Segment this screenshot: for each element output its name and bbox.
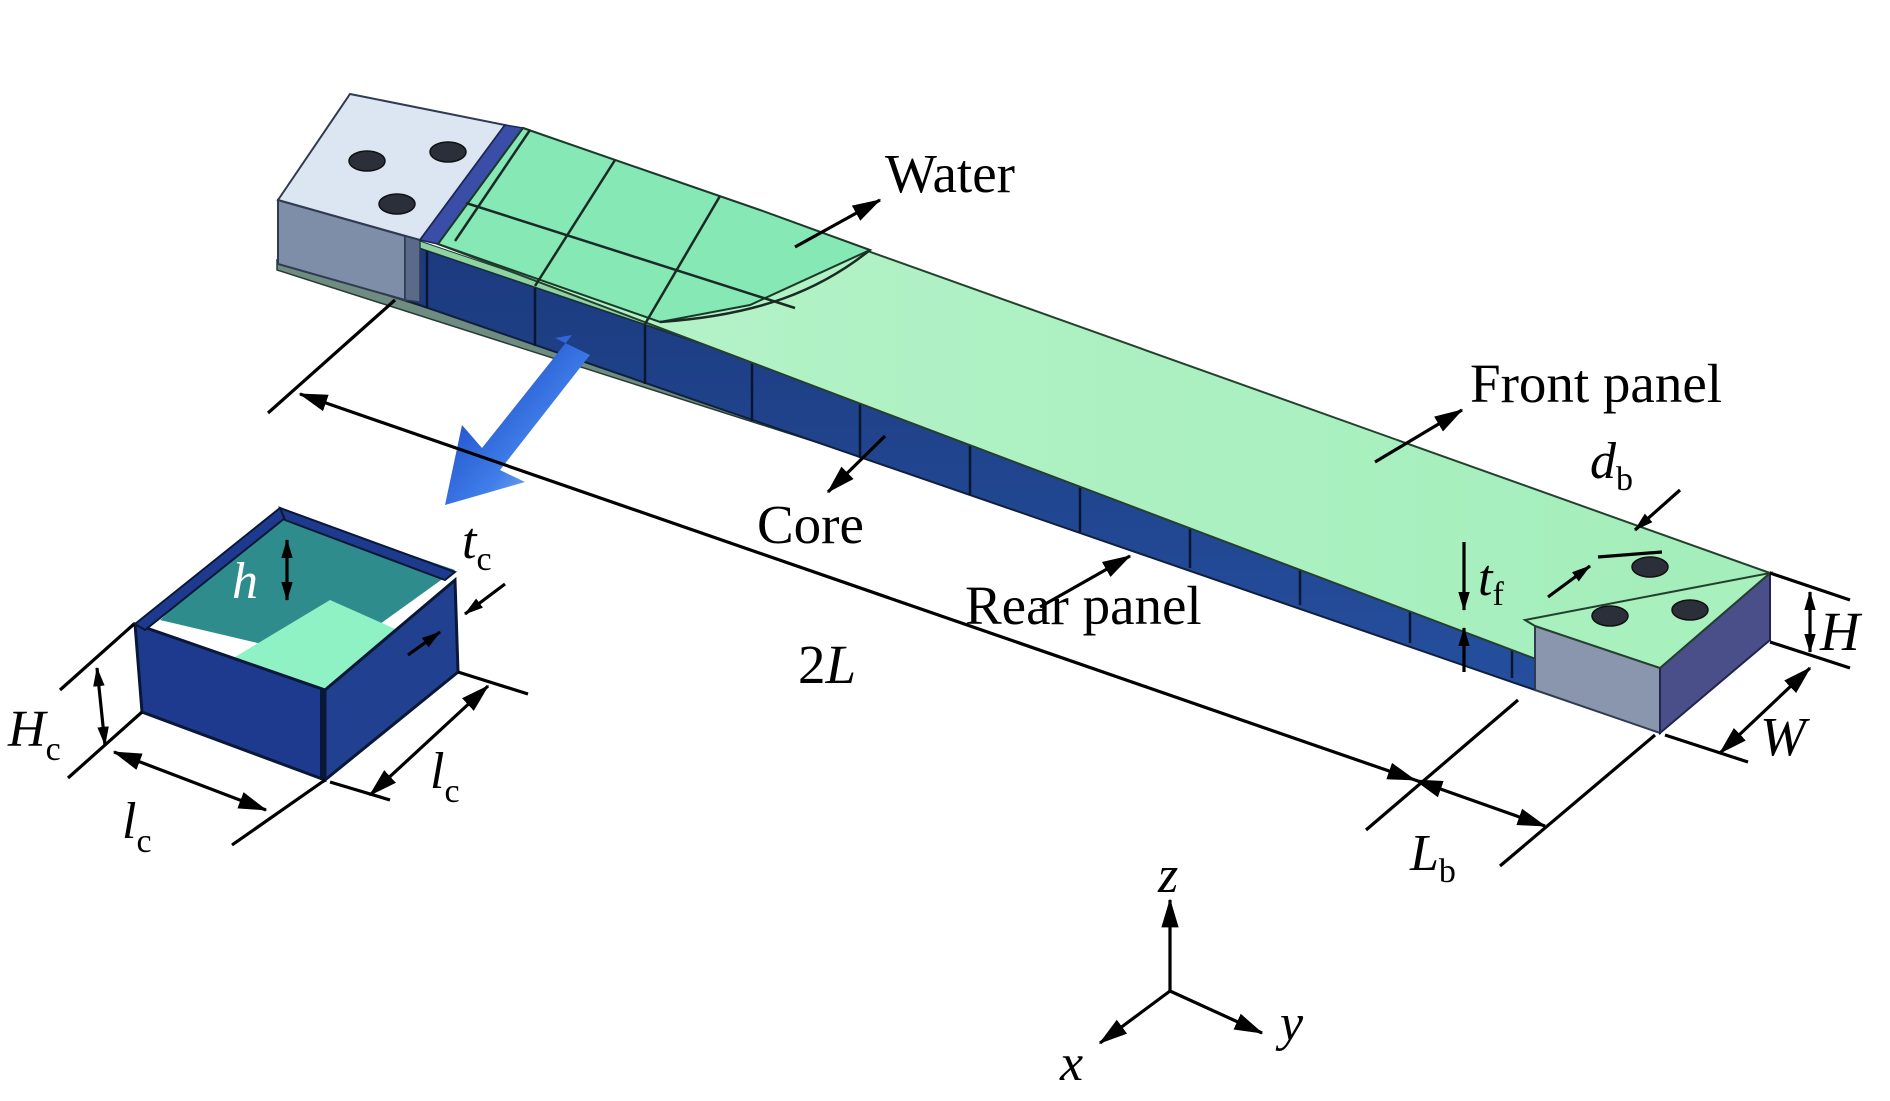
water-grid <box>453 129 871 325</box>
axis-triad-icon <box>1098 898 1264 1045</box>
label-db: db <box>1590 433 1633 498</box>
label-tc: tc <box>462 513 492 578</box>
rear-panel-callout <box>1039 554 1132 609</box>
label-front-panel: Front panel <box>1470 353 1722 414</box>
cell-dimension-lc-front <box>112 750 326 847</box>
water-region <box>436 126 873 324</box>
cell-dimension-tc <box>407 582 506 657</box>
label-Lb: Lb <box>1409 825 1456 890</box>
axis-label-y: y <box>1275 995 1304 1052</box>
label-water: Water <box>885 143 1015 204</box>
label-lc-side: lc <box>430 743 460 810</box>
dimension-H <box>1769 571 1851 653</box>
dimension-2L <box>266 298 1520 832</box>
label-tf: tf <box>1478 550 1504 613</box>
axis-label-x: x <box>1059 1035 1083 1092</box>
unit-cell <box>133 506 460 784</box>
detail-arrow-icon <box>445 335 590 505</box>
label-core: Core <box>757 494 864 555</box>
water-callout <box>794 198 882 249</box>
left-tab-front <box>404 235 421 303</box>
label-lc-front: lc <box>122 793 152 860</box>
dimension-W <box>1664 640 1851 764</box>
label-Hc: Hc <box>7 701 61 768</box>
front-panel-callout <box>1374 408 1464 464</box>
label-2L: 2L <box>798 634 856 695</box>
bolt-hole-icon <box>348 141 467 215</box>
label-H: H <box>1819 601 1863 662</box>
front-panel-top-end <box>1522 571 1774 670</box>
core-callout <box>826 434 887 494</box>
cell-dimension-Hc <box>58 622 144 780</box>
axis-label-z: z <box>1157 847 1178 904</box>
label-rear-panel: Rear panel <box>965 575 1202 636</box>
dimension-db <box>1547 488 1682 599</box>
bolt-hole-icon <box>1591 556 1709 627</box>
cell-dimension-lc-side <box>329 670 529 802</box>
label-W: W <box>1760 706 1810 767</box>
label-h: h <box>232 553 258 610</box>
dimension-Lb <box>1413 733 1657 868</box>
